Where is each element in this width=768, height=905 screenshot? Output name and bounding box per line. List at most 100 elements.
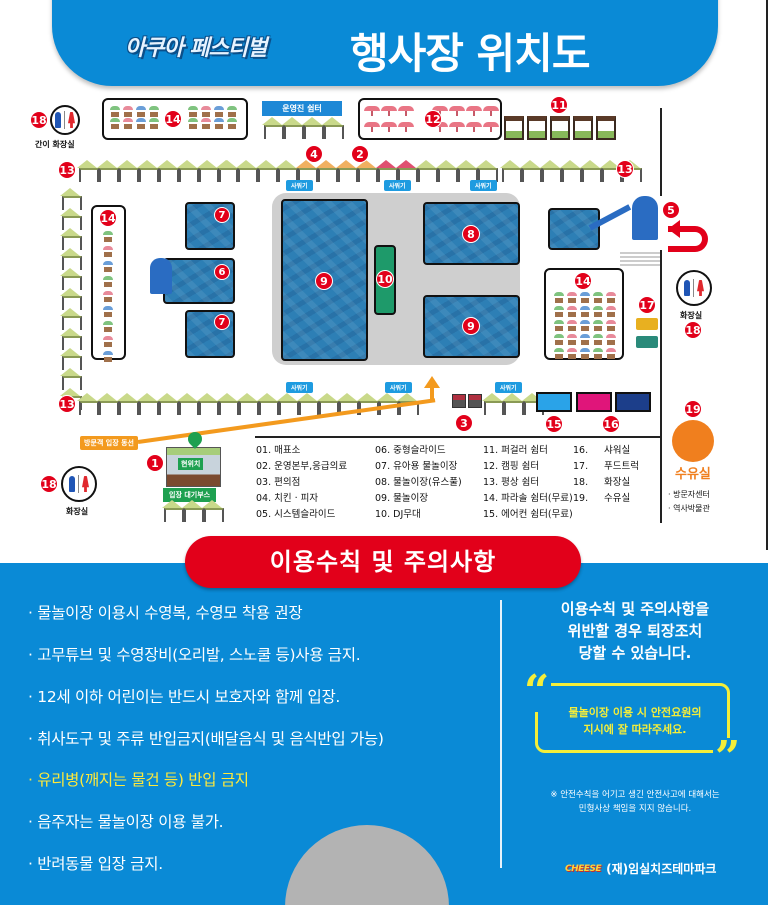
- visitor-route-label: 방문객 입장 동선: [80, 436, 138, 450]
- marker-2[interactable]: 2: [351, 145, 369, 163]
- marker-18[interactable]: 18: [40, 475, 58, 493]
- marker-7[interactable]: 7: [214, 314, 230, 330]
- route-arrow-icon: [424, 376, 440, 388]
- man-icon: [55, 112, 61, 128]
- shower-tag: 사워기: [470, 180, 497, 191]
- page-edge: [766, 0, 768, 550]
- parasol-icons: [110, 106, 159, 129]
- marker-9[interactable]: 9: [315, 272, 333, 290]
- festival-logo: 아쿠아 페스티벌: [125, 36, 267, 61]
- marker-14[interactable]: 14: [574, 272, 592, 290]
- shower-tag: 사워기: [384, 180, 411, 191]
- exit-arrow-icon: [668, 226, 708, 252]
- parasol-icons: [103, 231, 113, 362]
- pergola-shelters: [504, 116, 616, 140]
- staff-shelter-tents: [262, 117, 344, 139]
- safety-quote-text: 물놀이장 이용 시 안전요원의 지시에 잘 따라주세요.: [568, 706, 702, 736]
- rule-item: · 취사도구 및 주류 반입금지(배달음식 및 음식반입 가능): [28, 730, 384, 748]
- marker-9[interactable]: 9: [462, 317, 480, 335]
- woman-icon: [68, 112, 75, 128]
- rule-item-highlighted: · 유리병(깨지는 물건 등) 반입 금지: [28, 771, 249, 789]
- marker-3[interactable]: 3: [455, 414, 473, 432]
- flat-shelter-row: [77, 393, 419, 415]
- marker-16[interactable]: 16: [602, 415, 620, 433]
- marker-12[interactable]: 12: [424, 110, 442, 128]
- pool-9-small[interactable]: [423, 295, 520, 358]
- marker-1[interactable]: 1: [146, 454, 164, 472]
- slide-tower-icon: [632, 196, 658, 240]
- marker-13[interactable]: 13: [58, 395, 76, 413]
- slide-tower-icon: [150, 258, 172, 294]
- parasol-area-left[interactable]: [91, 205, 126, 362]
- aircon-shelter[interactable]: [536, 392, 572, 412]
- open-quote-icon: “: [522, 666, 552, 717]
- page-title: 행사장 위치도: [350, 29, 590, 78]
- flat-shelter-row: [482, 393, 544, 415]
- nursing-room-icon: [672, 420, 714, 462]
- marker-11[interactable]: 11: [550, 96, 568, 114]
- boundary-line: [660, 250, 662, 440]
- kids-pool-bottom[interactable]: [185, 310, 235, 358]
- footer-organization: CHEESE (재)임실치즈테마파크: [565, 860, 716, 877]
- stairs-icon: [620, 252, 660, 268]
- marker-6[interactable]: 6: [214, 264, 230, 280]
- nursing-room-label: 수유실: [675, 467, 711, 482]
- header-banner: [52, 0, 718, 86]
- marker-19[interactable]: 19: [684, 400, 702, 418]
- convenience-store-stalls: [452, 394, 482, 408]
- marker-8[interactable]: 8: [462, 225, 480, 243]
- rules-title: 이용수칙 및 주의사항: [185, 536, 581, 588]
- pool-8-youth[interactable]: [423, 202, 520, 265]
- arrow-head: [668, 220, 680, 238]
- legend-column-4-numbers: 16.17.18.19.: [573, 445, 589, 504]
- marker-13[interactable]: 13: [58, 161, 76, 179]
- food-truck-icon: [636, 318, 658, 330]
- restroom-icon: [61, 466, 97, 502]
- rules-divider: [500, 600, 502, 868]
- shower-tag: 사워기: [286, 382, 313, 393]
- marker-14[interactable]: 14: [99, 209, 117, 227]
- marker-15[interactable]: 15: [545, 415, 563, 433]
- marker-4[interactable]: 4: [305, 145, 323, 163]
- rule-item: · 12세 이하 어린이는 반드시 보호자와 함께 입장.: [28, 688, 341, 706]
- entrance-booth-label: 입장 대기부스: [163, 488, 217, 502]
- marker-5[interactable]: 5: [662, 201, 680, 219]
- restroom-label: 화장실: [66, 507, 89, 516]
- marker-17[interactable]: 17: [638, 296, 656, 314]
- organization-name: (재)임실치즈테마파크: [606, 862, 717, 876]
- restroom-icon: [50, 105, 80, 135]
- woman-icon: [82, 476, 89, 492]
- woman-icon: [697, 280, 704, 296]
- nursing-room-location: · 방문자센터: [668, 490, 710, 499]
- shower-tag: 사워기: [495, 382, 522, 393]
- food-stall-row: [216, 160, 498, 182]
- rule-item: · 음주자는 물놀이장 이용 불가.: [28, 813, 224, 831]
- restroom-icon: [676, 270, 712, 306]
- shower-room[interactable]: [576, 392, 612, 412]
- current-location-label: 현위치: [178, 458, 204, 470]
- simple-restroom-label: 간이 화장실: [35, 140, 75, 149]
- shower-tag: 사워기: [286, 180, 313, 191]
- marker-7[interactable]: 7: [214, 207, 230, 223]
- parasol-icons: [554, 292, 616, 359]
- marker-14[interactable]: 14: [164, 110, 182, 128]
- restroom-label: 화장실: [680, 311, 703, 320]
- marker-18[interactable]: 18: [684, 321, 702, 339]
- close-quote-icon: ”: [713, 732, 743, 783]
- parasol-area-right[interactable]: [544, 268, 624, 360]
- pool-9-large[interactable]: [281, 199, 368, 361]
- marker-18[interactable]: 18: [30, 111, 48, 129]
- camping-icons: [364, 106, 499, 132]
- marker-10[interactable]: 10: [376, 270, 394, 288]
- marker-13[interactable]: 13: [616, 160, 634, 178]
- man-icon: [684, 280, 690, 296]
- flat-shelter-row: [77, 160, 239, 182]
- rule-item: · 반려동물 입장 금지.: [28, 855, 163, 873]
- legend-divider: [255, 436, 660, 438]
- parasol-icons: [188, 106, 237, 129]
- cheese-logo: CHEESE: [565, 863, 602, 874]
- shower-room[interactable]: [615, 392, 651, 412]
